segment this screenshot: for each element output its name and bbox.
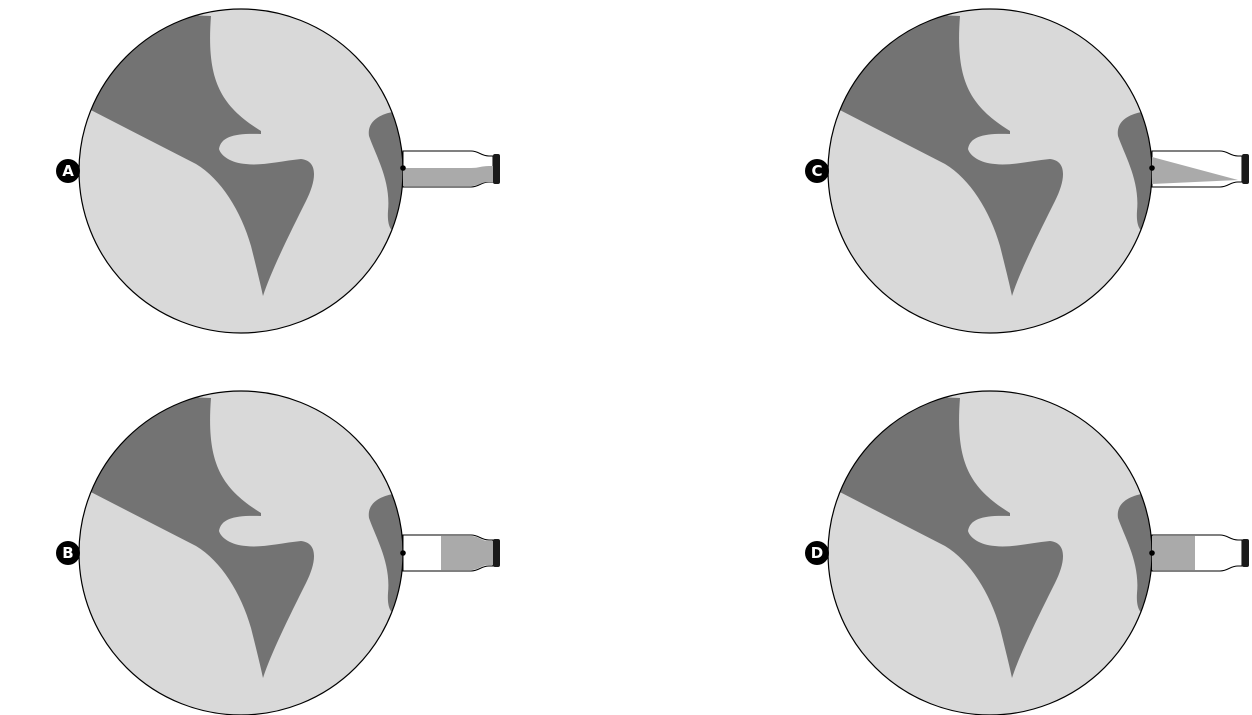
badge-a: A — [56, 159, 80, 183]
dark-region-upper — [81, 393, 315, 678]
contact-dot — [1149, 165, 1155, 171]
badge-b-label: B — [62, 544, 73, 562]
bottle-cap — [493, 154, 500, 184]
lens-circle — [78, 390, 404, 715]
lens-circle — [827, 8, 1153, 334]
lens-circle — [78, 8, 404, 334]
bottle — [1149, 534, 1249, 572]
badge-c-label: C — [811, 162, 822, 180]
panel-b: B — [56, 390, 500, 715]
bottle-cap — [1242, 154, 1249, 184]
bottle-liquid — [403, 166, 493, 186]
dark-region-right — [1117, 111, 1152, 233]
panel-a: A — [56, 8, 500, 334]
bottle — [1149, 150, 1249, 188]
bottle-cap — [493, 539, 500, 567]
badge-d-label: D — [811, 544, 823, 562]
bottle-liquid — [441, 536, 493, 570]
dark-region-right — [368, 493, 403, 615]
bottle-cap — [1242, 539, 1249, 567]
dark-region-upper — [81, 11, 315, 296]
badge-c: C — [805, 159, 829, 183]
lens-circle — [827, 390, 1153, 715]
dark-region-upper — [830, 11, 1064, 296]
dark-region-right — [1117, 493, 1152, 615]
contact-dot — [1149, 550, 1155, 556]
panel-c: C — [805, 8, 1249, 334]
contact-dot — [400, 165, 406, 171]
badge-d: D — [805, 541, 829, 565]
badge-a-label: A — [62, 162, 74, 180]
badge-b: B — [56, 541, 80, 565]
dark-region-right — [368, 111, 403, 233]
bottle — [400, 150, 500, 188]
bottle-liquid — [1152, 536, 1195, 570]
contact-dot — [400, 550, 406, 556]
panel-d: D — [805, 390, 1249, 715]
bottle-liquid — [1152, 157, 1238, 184]
dark-region-upper — [830, 393, 1064, 678]
bottle — [400, 534, 500, 572]
